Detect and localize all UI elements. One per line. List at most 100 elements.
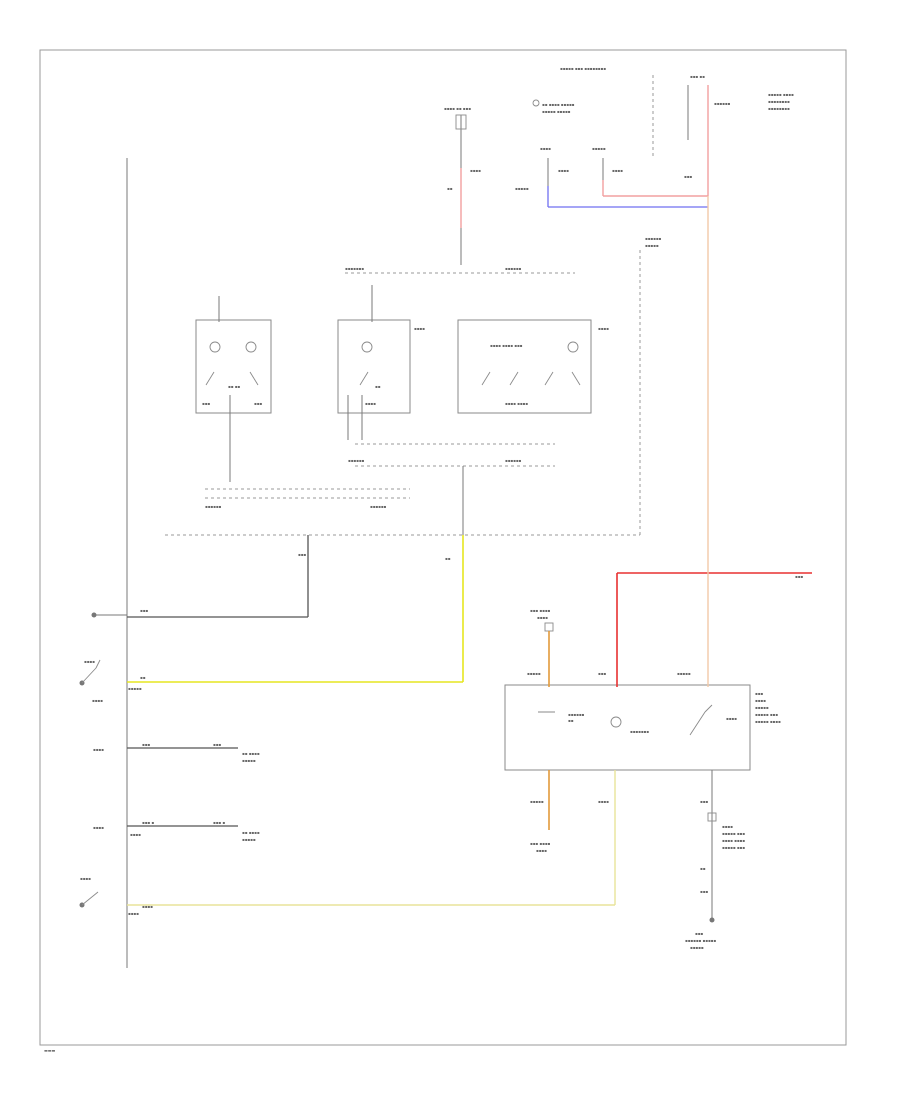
svg-text:▪▪▪▪▪▪: ▪▪▪▪▪▪ <box>505 266 522 271</box>
svg-text:▪▪▪▪▪: ▪▪▪▪▪ <box>515 186 529 191</box>
svg-text:▪▪▪▪: ▪▪▪▪ <box>598 799 609 804</box>
svg-text:▪▪▪▪: ▪▪▪▪ <box>540 146 551 151</box>
top-right-feeds: ▪▪▪▪▪ ▪▪▪ ▪▪▪▪▪ ▪▪▪ ▪▪ ▪▪▪▪ ▪▪▪▪▪ ▪▪▪▪▪ ▪… <box>515 66 794 208</box>
svg-text:▪▪: ▪▪ <box>700 866 706 871</box>
red-feed: ▪▪▪ ▪▪▪ <box>598 572 812 687</box>
svg-text:▪▪▪▪: ▪▪▪▪ <box>722 824 733 829</box>
svg-text:▪▪▪▪▪▪▪▪: ▪▪▪▪▪▪▪▪ <box>768 106 790 111</box>
svg-text:▪▪▪: ▪▪▪ <box>795 574 803 579</box>
svg-text:▪▪▪▪: ▪▪▪▪ <box>558 168 569 173</box>
svg-text:▪▪▪▪▪▪: ▪▪▪▪▪▪ <box>645 236 662 241</box>
svg-text:▪▪▪▪▪▪: ▪▪▪▪▪▪ <box>714 101 731 106</box>
svg-text:▪▪▪▪▪▪: ▪▪▪▪▪▪ <box>505 458 522 463</box>
lower-connector-bars: ▪▪▪▪▪▪ ▪▪▪▪▪▪ ▪▪▪▪▪▪ ▪▪▪▪▪▪ <box>205 443 555 535</box>
svg-text:▪▪▪ ▪▪▪▪: ▪▪▪ ▪▪▪▪ <box>530 841 551 846</box>
svg-text:▪▪: ▪▪ <box>375 384 381 389</box>
svg-text:▪▪▪▪▪▪: ▪▪▪▪▪▪ <box>568 712 585 717</box>
svg-text:▪▪▪▪ ▪▪▪▪: ▪▪▪▪ ▪▪▪▪ <box>505 401 528 406</box>
svg-text:▪▪▪▪▪: ▪▪▪▪▪ <box>128 686 142 691</box>
svg-text:▪▪▪▪: ▪▪▪▪ <box>414 326 425 331</box>
svg-text:▪▪: ▪▪ <box>445 556 451 561</box>
svg-text:▪▪▪▪: ▪▪▪▪ <box>537 615 548 620</box>
svg-text:▪▪▪▪: ▪▪▪▪ <box>726 716 737 721</box>
svg-text:▪▪▪: ▪▪▪ <box>298 552 306 557</box>
svg-text:▪▪▪▪▪: ▪▪▪▪▪ <box>242 837 256 842</box>
svg-text:▪▪▪▪▪▪▪: ▪▪▪▪▪▪▪ <box>345 266 364 271</box>
svg-text:▪▪▪: ▪▪▪ <box>684 174 692 179</box>
svg-text:▪▪▪: ▪▪▪ <box>202 401 210 406</box>
svg-text:▪▪: ▪▪ <box>568 718 574 723</box>
svg-text:▪▪▪▪▪ ▪▪▪ ▪▪▪▪▪▪▪▪: ▪▪▪▪▪ ▪▪▪ ▪▪▪▪▪▪▪▪ <box>560 66 606 71</box>
svg-text:▪▪▪▪ ▪▪▪▪: ▪▪▪▪ ▪▪▪▪ <box>722 838 745 843</box>
svg-text:▪▪▪: ▪▪▪ <box>140 608 148 613</box>
left-branch-1: ▪▪▪▪ ▪▪▪ ▪▪▪ ▪▪ ▪▪▪▪ ▪▪▪▪▪ <box>93 742 260 763</box>
svg-text:▪▪▪▪▪: ▪▪▪▪▪ <box>645 243 659 248</box>
svg-text:▪▪▪▪: ▪▪▪▪ <box>755 698 766 703</box>
svg-text:▪▪▪ ▪▪: ▪▪▪ ▪▪ <box>690 74 705 79</box>
svg-text:▪▪▪▪: ▪▪▪▪ <box>84 659 95 664</box>
yellow-wire: ▪▪ ▪▪ ▪▪▪▪▪ <box>127 535 464 691</box>
svg-text:▪▪▪▪▪ ▪▪▪▪▪: ▪▪▪▪▪ ▪▪▪▪▪ <box>542 109 571 114</box>
left-branch-2: ▪▪▪▪ ▪▪▪ ▪ ▪▪▪ ▪ ▪▪▪▪ ▪▪ ▪▪▪▪ ▪▪▪▪▪ <box>93 820 260 842</box>
svg-text:▪▪▪▪▪▪: ▪▪▪▪▪▪ <box>370 504 387 509</box>
svg-text:▪▪▪: ▪▪▪ <box>598 671 606 676</box>
svg-text:▪▪▪▪: ▪▪▪▪ <box>142 904 153 909</box>
svg-text:▪▪▪▪: ▪▪▪▪ <box>612 168 623 173</box>
svg-text:▪▪: ▪▪ <box>140 675 146 680</box>
svg-text:▪▪▪▪: ▪▪▪▪ <box>470 168 481 173</box>
svg-text:▪▪▪▪▪▪▪: ▪▪▪▪▪▪▪ <box>630 729 649 734</box>
svg-text:▪▪▪▪ ▪▪▪▪ ▪▪▪: ▪▪▪▪ ▪▪▪▪ ▪▪▪ <box>490 343 523 348</box>
svg-text:▪▪▪: ▪▪▪ <box>700 889 708 894</box>
control-module: ▪▪▪▪▪▪ ▪▪ ▪▪▪▪▪▪▪ ▪▪▪▪ ▪▪▪ ▪▪▪▪ ▪▪▪▪▪ ▪▪… <box>504 684 781 771</box>
frame-corner-label: ▬▬▬ <box>44 1048 56 1053</box>
svg-text:▪▪▪ ▪: ▪▪▪ ▪ <box>213 820 225 825</box>
svg-text:▪▪▪▪: ▪▪▪▪ <box>92 698 103 703</box>
svg-text:▪▪▪▪ ▪▪ ▪▪▪: ▪▪▪▪ ▪▪ ▪▪▪ <box>444 106 471 111</box>
left-switch-lower: ▪▪▪▪ ▪▪▪▪ ▪▪▪▪ <box>79 876 615 916</box>
svg-text:▪▪▪▪▪: ▪▪▪▪▪ <box>527 671 541 676</box>
svg-text:▪▪▪: ▪▪▪ <box>213 742 221 747</box>
switch-box-left: ▪▪ ▪▪ ▪▪▪ ▪▪▪ <box>195 296 272 482</box>
svg-text:▪▪▪: ▪▪▪ <box>700 799 708 804</box>
module-outputs: ▪▪▪▪▪ ▪▪▪ ▪▪▪▪ ▪▪▪▪ ▪▪▪▪ ▪▪▪ ▪▪▪▪ ▪▪▪▪▪ … <box>530 770 745 950</box>
svg-text:▪▪▪▪▪ ▪▪▪▪: ▪▪▪▪▪ ▪▪▪▪ <box>755 719 781 724</box>
svg-text:▪▪▪▪▪: ▪▪▪▪▪ <box>592 146 606 151</box>
top-fuse-feed: ▪▪▪▪ ▪▪ ▪▪▪ ▪▪▪▪ ▪▪ <box>444 106 481 265</box>
svg-text:▪▪▪▪: ▪▪▪▪ <box>130 832 141 837</box>
svg-text:▪▪▪▪: ▪▪▪▪ <box>80 876 91 881</box>
svg-text:▪▪▪▪: ▪▪▪▪ <box>128 911 139 916</box>
svg-text:▪▪▪: ▪▪▪ <box>142 742 150 747</box>
svg-text:▪▪▪ ▪▪▪▪: ▪▪▪ ▪▪▪▪ <box>530 608 551 613</box>
svg-text:▪▪▪▪▪▪ ▪▪▪▪▪: ▪▪▪▪▪▪ ▪▪▪▪▪ <box>685 938 716 943</box>
svg-text:▪▪▪▪▪: ▪▪▪▪▪ <box>677 671 691 676</box>
svg-text:▪▪▪▪▪: ▪▪▪▪▪ <box>530 799 544 804</box>
svg-text:▪▪: ▪▪ <box>447 186 453 191</box>
svg-text:▪▪▪▪: ▪▪▪▪ <box>598 326 609 331</box>
svg-text:▪▪▪▪▪▪: ▪▪▪▪▪▪ <box>348 458 365 463</box>
svg-text:▪▪▪▪▪: ▪▪▪▪▪ <box>690 945 704 950</box>
orange-fuse-wire: ▪▪▪ ▪▪▪▪ ▪▪▪▪ ▪▪▪▪▪ <box>527 608 554 687</box>
diagram-frame <box>39 49 847 1046</box>
svg-text:▪▪▪▪▪ ▪▪▪: ▪▪▪▪▪ ▪▪▪ <box>722 845 745 850</box>
svg-text:▪▪▪▪: ▪▪▪▪ <box>365 401 376 406</box>
svg-text:▪▪▪▪▪: ▪▪▪▪▪ <box>755 705 769 710</box>
svg-text:▪▪▪: ▪▪▪ <box>254 401 262 406</box>
svg-text:▪▪ ▪▪▪▪: ▪▪ ▪▪▪▪ <box>242 830 260 835</box>
svg-text:▪▪▪▪: ▪▪▪▪ <box>93 747 104 752</box>
svg-text:▪▪▪▪▪ ▪▪▪: ▪▪▪▪▪ ▪▪▪ <box>755 712 778 717</box>
svg-text:▪▪▪▪: ▪▪▪▪ <box>536 848 547 853</box>
svg-text:▪▪ ▪▪: ▪▪ ▪▪ <box>228 384 240 389</box>
svg-text:▪▪▪▪▪▪: ▪▪▪▪▪▪ <box>205 504 222 509</box>
svg-text:▪▪▪: ▪▪▪ <box>695 931 703 936</box>
ground-bus: ▪▪▪▪▪▪ ▪▪▪▪▪ <box>165 236 662 536</box>
svg-text:▪▪▪▪: ▪▪▪▪ <box>93 825 104 830</box>
left-switch-upper: ▪▪▪▪ ▪▪▪▪ <box>79 659 103 703</box>
switch-box-right: ▪▪▪▪ ▪▪▪▪ ▪▪▪ ▪▪▪▪ ▪▪▪▪ ▪▪▪▪ <box>457 319 609 414</box>
svg-text:▪▪ ▪▪▪▪: ▪▪ ▪▪▪▪ <box>242 751 260 756</box>
svg-text:▪▪▪▪▪ ▪▪▪▪: ▪▪▪▪▪ ▪▪▪▪ <box>768 92 794 97</box>
svg-text:▪▪▪▪▪ ▪▪▪: ▪▪▪▪▪ ▪▪▪ <box>722 831 745 836</box>
svg-text:▪▪▪▪▪▪▪▪: ▪▪▪▪▪▪▪▪ <box>768 99 790 104</box>
peach-feed: ▪▪▪▪▪ <box>677 196 709 687</box>
switch-box-center: ▪▪ ▪▪▪▪ ▪▪▪▪ <box>337 285 425 440</box>
